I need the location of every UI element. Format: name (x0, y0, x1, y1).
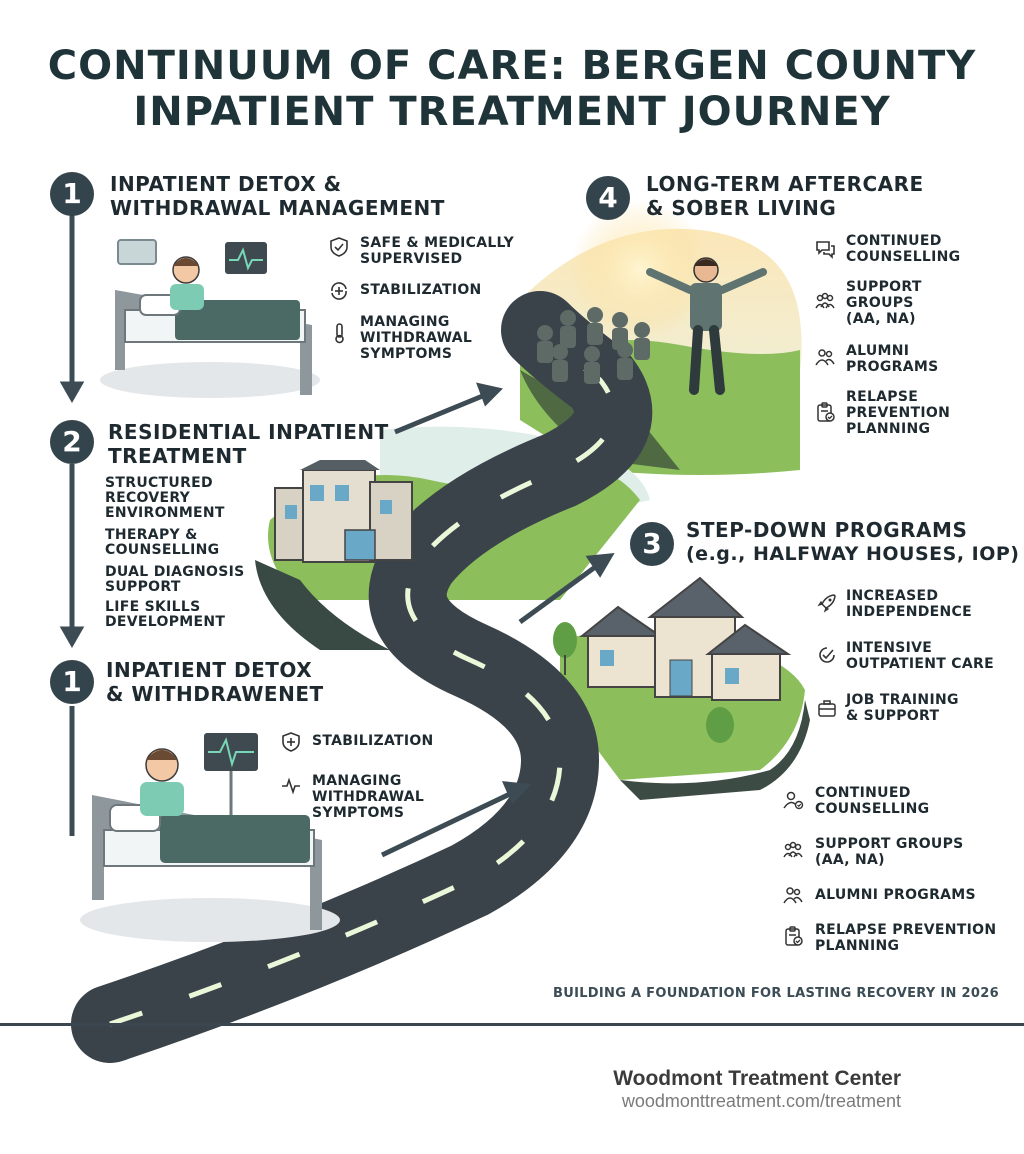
road (71, 291, 653, 1063)
group-icon (783, 841, 803, 858)
section-title: INPATIENT DETOX & (110, 172, 342, 196)
section-title: INPATIENT DETOX (106, 658, 313, 682)
step-number-badge: 2 (50, 420, 94, 464)
celebrating-person-illustration (646, 257, 767, 395)
feature-item: JOB TRAINING& SUPPORT (846, 692, 959, 724)
feature-item: SUPPORT GROUPS(AA, NA) (815, 836, 964, 868)
chat-icon (816, 241, 835, 259)
briefcase-icon (818, 700, 836, 717)
tagline: BUILDING A FOUNDATION FOR LASTING RECOVE… (553, 986, 999, 1001)
shield-check-icon (330, 237, 348, 257)
hospital-bed-illustration (100, 239, 320, 398)
path-arrows (380, 382, 615, 858)
section-subtitle: (e.g., HALFWAY HOUSES, IOP) (686, 543, 1020, 565)
pulse-icon (282, 777, 300, 795)
page-title: CONTINUUM OF CARE: BERGEN COUNTY (47, 43, 977, 89)
feature-item: ALUMNI PROGRAMS (815, 887, 976, 903)
section-title-line-2: WITHDRAWAL MANAGEMENT (110, 196, 445, 220)
step-number-badge: 4 (586, 176, 630, 220)
person-check-icon (783, 791, 804, 810)
stabilization-icon (331, 282, 347, 300)
people-icon (783, 887, 803, 904)
clipboard-icon (817, 402, 835, 422)
section-title: STEP-DOWN PROGRAMS (686, 518, 968, 542)
thermometer-icon (335, 323, 344, 344)
section-title-line-2: & WITHDRAWENET (106, 682, 324, 706)
shield-plus-icon (282, 732, 300, 752)
support-group-illustration (537, 307, 650, 384)
step-number-badge: 3 (630, 522, 674, 566)
page-title-line-2: INPATIENT TREATMENT JOURNEY (133, 89, 891, 135)
brand-url[interactable]: woodmonttreatment.com/treatment (621, 1091, 901, 1111)
step-number-badge: 1 (50, 660, 94, 704)
section-title-line-2: & SOBER LIVING (646, 196, 837, 220)
section-title: RESIDENTIAL INPATIENT (108, 420, 389, 444)
section-title-line-2: TREATMENT (108, 444, 247, 468)
people-icon (815, 349, 835, 366)
residential-building-illustration (274, 460, 413, 563)
rocket-icon (817, 594, 836, 613)
clipboard-icon (785, 926, 803, 946)
step-number-badge: 1 (50, 172, 94, 216)
hospital-bed-illustration (80, 733, 340, 942)
group-icon (815, 292, 835, 309)
feature-item: STABILIZATION (360, 282, 482, 298)
step-flow-line (59, 214, 85, 836)
brand-name: Woodmont Treatment Center (613, 1067, 901, 1090)
divider (0, 1023, 1024, 1026)
care-icon (819, 647, 835, 663)
houses-illustration (553, 576, 792, 743)
feature-item: STABILIZATION (312, 733, 434, 749)
section-title: LONG-TERM AFTERCARE (646, 172, 924, 196)
feature-item: THERAPY &COUNSELLING (105, 527, 220, 558)
